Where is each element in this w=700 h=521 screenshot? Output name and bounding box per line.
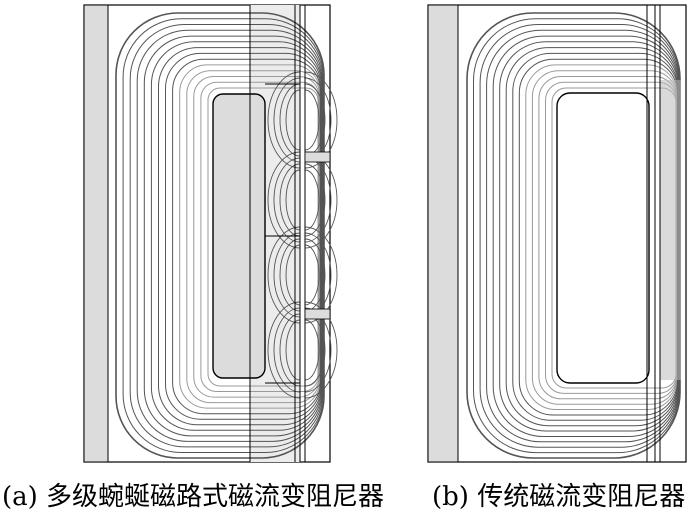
flux-line <box>193 76 320 398</box>
flux-arc <box>304 319 320 381</box>
panel-b-conventional-damper <box>427 4 687 463</box>
flux-arc <box>267 226 301 324</box>
flux-arc <box>279 83 301 157</box>
flux-arc <box>267 71 301 169</box>
flux-arc <box>304 163 326 237</box>
flux-arc <box>304 89 320 151</box>
flux-arc <box>304 238 326 312</box>
panel-b-gap-shade <box>660 80 681 380</box>
caption-a: (a) 多级蜿蜒磁路式磁流变阻尼器 <box>2 482 385 512</box>
panel-b-core <box>556 92 650 384</box>
flux-line <box>165 52 322 420</box>
flux-line <box>115 12 325 459</box>
flux-arc <box>273 232 301 318</box>
flux-arc <box>304 71 338 169</box>
flux-arc <box>285 319 301 381</box>
caption-b: (b) 传统磁流变阻尼器 <box>432 482 686 512</box>
flux-arc <box>304 301 338 399</box>
flux-arc <box>273 307 301 393</box>
flux-arc <box>279 163 301 237</box>
flux-arc <box>273 157 301 243</box>
flux-arc <box>267 301 301 399</box>
panel-a-notch <box>304 308 331 320</box>
flux-arc <box>285 89 301 151</box>
panel-a-serpentine-damper <box>83 4 338 463</box>
panel-a-notch <box>304 151 331 163</box>
flux-arc <box>267 151 301 249</box>
panel-b-left-wall <box>427 4 459 463</box>
panel-a-coil <box>212 93 266 379</box>
flux-arc <box>279 238 301 312</box>
flux-arc <box>273 77 301 163</box>
panel-a-left-wall <box>83 4 109 463</box>
